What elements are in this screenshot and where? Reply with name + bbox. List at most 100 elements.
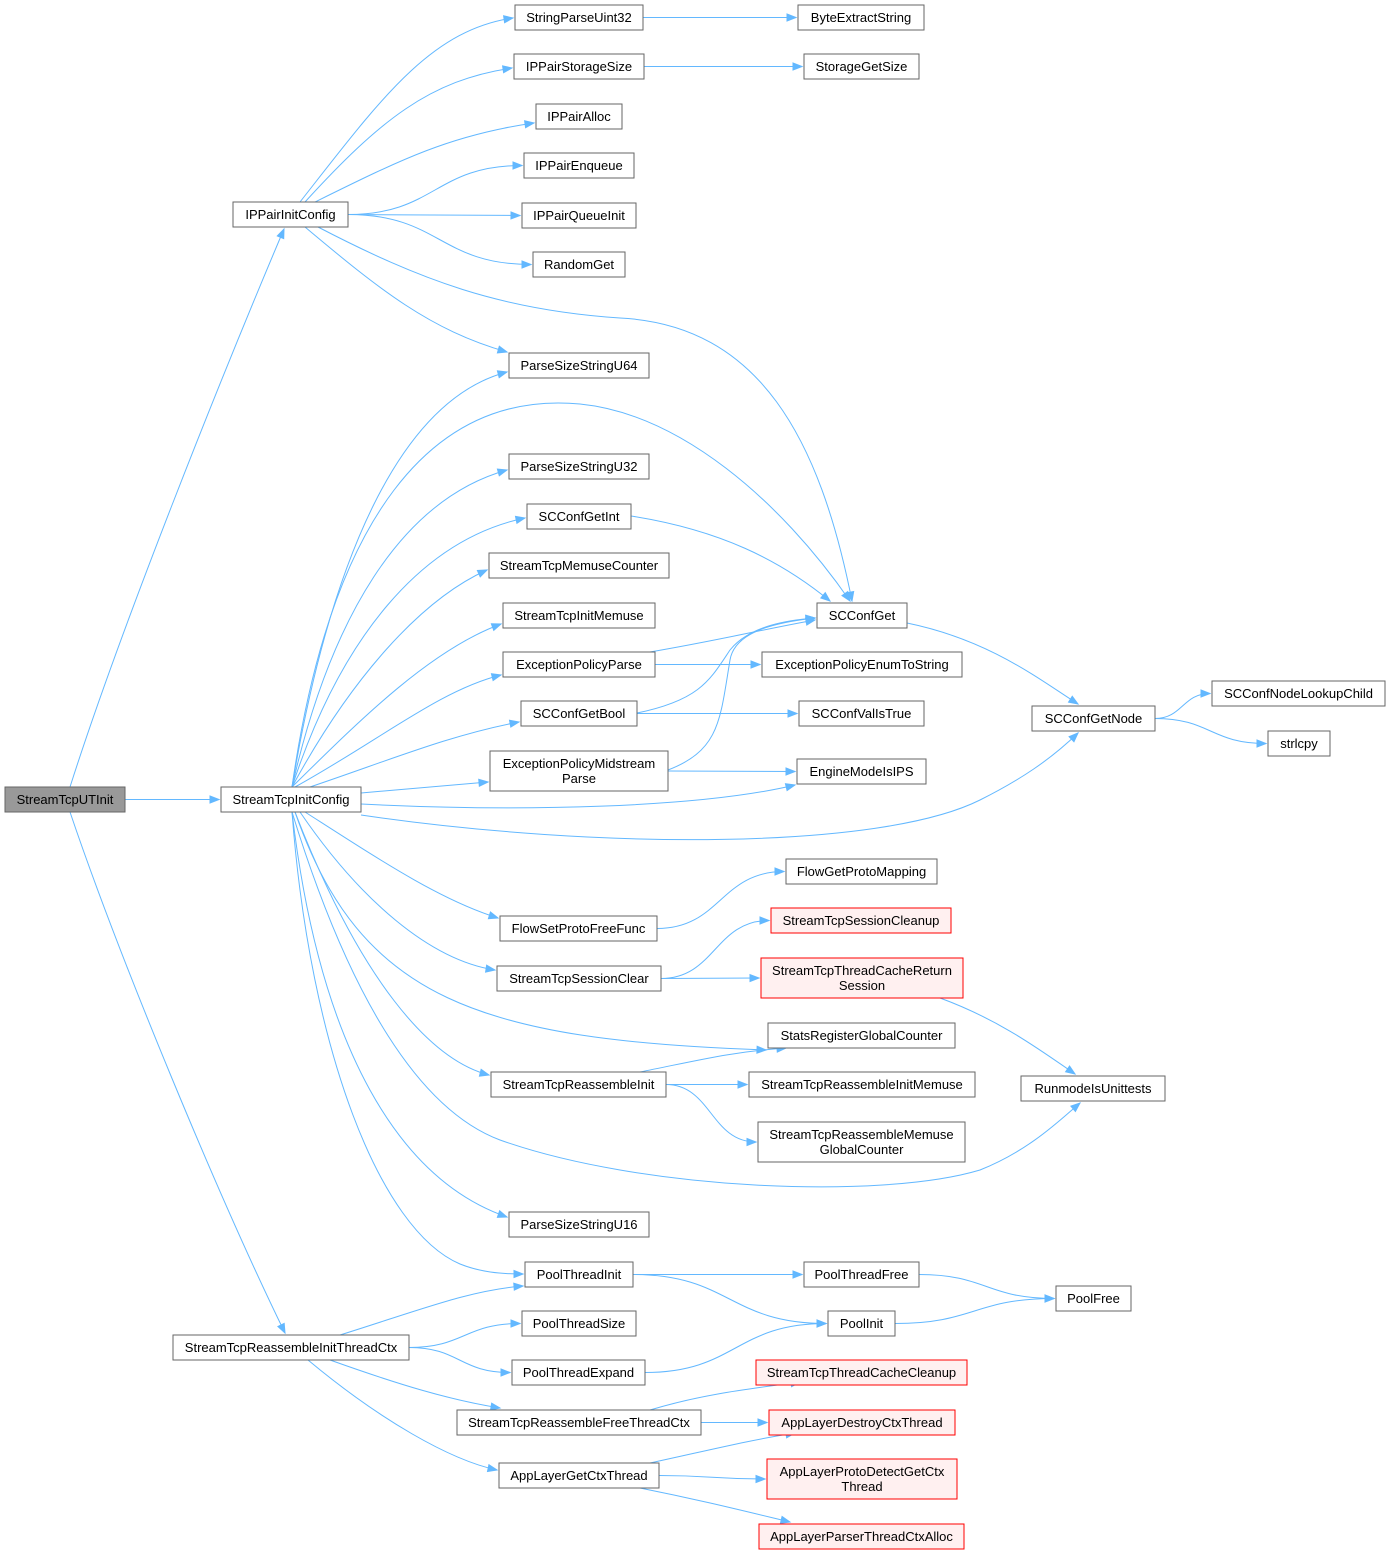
node-scconfgetbool[interactable]: SCConfGetBool: [520, 700, 638, 727]
node-exenum[interactable]: ExceptionPolicyEnumToString: [761, 651, 963, 678]
node-box: [521, 1310, 637, 1337]
node-freethreadctx[interactable]: StreamTcpReassembleFreeThreadCtx: [456, 1409, 702, 1436]
node-flowgetproto[interactable]: FlowGetProtoMapping: [785, 858, 938, 885]
node-sessionclear[interactable]: StreamTcpSessionClear: [496, 965, 662, 992]
node-psu64[interactable]: ParseSizeStringU64: [508, 352, 650, 379]
arrowhead-icon: [746, 1137, 758, 1147]
node-sparse32[interactable]: StringParseUint32: [514, 4, 644, 31]
node-engineips[interactable]: EngineModeIsIPS: [796, 758, 927, 785]
arrowhead-icon: [779, 1515, 792, 1524]
node-box: [513, 53, 645, 80]
node-box: [803, 53, 920, 80]
edge-line: [667, 617, 816, 771]
node-box: [767, 1022, 956, 1049]
edge-line: [644, 1323, 827, 1373]
node-reassemblyinit[interactable]: StreamTcpReassembleInit: [490, 1071, 667, 1098]
arrowhead-icon: [755, 1474, 767, 1484]
node-poolthreadfree[interactable]: PoolThreadFree: [803, 1261, 920, 1288]
node-byteextract[interactable]: ByteExtractString: [797, 4, 925, 31]
edge-ippairinit-to-ippairalloc: [314, 120, 536, 203]
edge-line: [894, 1298, 1055, 1324]
node-label: ParseSizeStringU32: [520, 459, 637, 474]
node-lookupchild[interactable]: SCConfNodeLookupChild: [1211, 680, 1386, 707]
node-initmemuse[interactable]: StreamTcpInitMemuse: [502, 602, 656, 629]
edge-line: [294, 674, 502, 788]
edge-line: [658, 1475, 766, 1480]
node-ippairqueueinit[interactable]: IPPairQueueInit: [521, 202, 637, 229]
edge-line: [636, 617, 816, 714]
node-randomget[interactable]: RandomGet: [532, 251, 626, 278]
node-poolinit[interactable]: PoolInit: [827, 1310, 896, 1337]
node-psu32[interactable]: ParseSizeStringU32: [508, 453, 650, 480]
node-sessioncleanup[interactable]: StreamTcpSessionCleanup: [770, 907, 952, 934]
arrowhead-icon: [841, 590, 851, 603]
edge-line: [918, 1274, 1055, 1299]
arrowhead-icon: [1064, 1065, 1077, 1075]
node-scconfget[interactable]: SCConfGet: [816, 602, 908, 629]
arrowhead-icon: [510, 211, 522, 220]
node-ippairinit[interactable]: IPPairInitConfig: [232, 201, 349, 228]
node-ippairstorage[interactable]: IPPairStorageSize: [513, 53, 645, 80]
node-label: StringParseUint32: [526, 10, 632, 25]
arrowhead-icon: [784, 783, 797, 792]
node-box: [508, 1211, 650, 1238]
node-storagegetsize[interactable]: StorageGetSize: [803, 53, 920, 80]
edge-line: [360, 732, 1079, 841]
arrowhead-icon: [209, 795, 221, 804]
node-root[interactable]: StreamTcpUTInit: [4, 786, 126, 813]
node-label: SCConfGetNode: [1045, 711, 1143, 726]
node-ippairalloc[interactable]: IPPairAlloc: [535, 103, 623, 130]
node-box: [232, 201, 349, 228]
node-box: [496, 965, 662, 992]
edge-sinit-to-scconfgetnode: [360, 732, 1079, 841]
edge-sinit-to-psu32: [291, 468, 509, 788]
arrowhead-icon: [1200, 689, 1212, 698]
node-label: GlobalCounter: [820, 1142, 904, 1157]
node-scconfgetnode[interactable]: SCConfGetNode: [1031, 705, 1156, 732]
node-sinit[interactable]: StreamTcpInitConfig: [220, 786, 362, 813]
node-scconfvalistrue[interactable]: SCConfValIsTrue: [798, 700, 925, 727]
edge-sinit-to-reassemblyinit: [294, 811, 491, 1077]
edge-line: [314, 122, 535, 203]
node-threadcachecleanup[interactable]: StreamTcpThreadCacheCleanup: [755, 1359, 968, 1386]
edge-line: [347, 214, 532, 265]
node-reassemblyinitmemuse[interactable]: StreamTcpReassembleInitMemuse: [748, 1071, 976, 1098]
node-destroyctx[interactable]: AppLayerDestroyCtxThread: [768, 1409, 956, 1436]
node-poolthreadinit[interactable]: PoolThreadInit: [524, 1261, 634, 1288]
node-strlcpy[interactable]: strlcpy: [1267, 730, 1331, 757]
arrowhead-icon: [490, 673, 503, 682]
arrowhead-icon: [513, 1269, 525, 1279]
node-label: PoolThreadFree: [815, 1267, 909, 1282]
arrowhead-icon: [496, 345, 509, 354]
node-poolthreadsize[interactable]: PoolThreadSize: [521, 1310, 637, 1337]
arrowhead-icon: [757, 1418, 769, 1427]
node-reassemblethreadctx[interactable]: StreamTcpReassembleInitThreadCtx: [172, 1334, 410, 1361]
node-ippairenqueue[interactable]: IPPairEnqueue: [523, 152, 635, 179]
node-label: ParseSizeStringU16: [520, 1217, 637, 1232]
node-runmodeunittests[interactable]: RunmodeIsUnittests: [1020, 1075, 1166, 1102]
node-label: EngineModeIsIPS: [809, 764, 913, 779]
node-box: [172, 1334, 410, 1361]
edge-line: [291, 811, 508, 1218]
edge-line: [660, 977, 760, 979]
node-parserctx[interactable]: AppLayerParserThreadCtxAlloc: [758, 1523, 965, 1550]
node-memusecounter[interactable]: StreamTcpMemuseCounter: [488, 552, 670, 579]
node-box: [748, 1071, 976, 1098]
node-psu16[interactable]: ParseSizeStringU16: [508, 1211, 650, 1238]
node-poolthreadexpand[interactable]: PoolThreadExpand: [511, 1359, 646, 1386]
node-getctx[interactable]: AppLayerGetCtxThread: [498, 1462, 660, 1489]
node-statsreg[interactable]: StatsRegisterGlobalCounter: [767, 1022, 956, 1049]
edge-exmid-to-engineips: [667, 767, 797, 776]
node-poolfree[interactable]: PoolFree: [1055, 1285, 1132, 1312]
edge-line: [360, 784, 796, 809]
node-box: [766, 1458, 958, 1500]
node-exparse[interactable]: ExceptionPolicyParse: [502, 651, 656, 678]
node-flowsetproto[interactable]: FlowSetProtoFreeFunc: [499, 915, 658, 942]
node-scconfgetint[interactable]: SCConfGetInt: [526, 503, 632, 530]
node-box: [760, 957, 964, 999]
arrowhead-icon: [277, 1322, 286, 1335]
